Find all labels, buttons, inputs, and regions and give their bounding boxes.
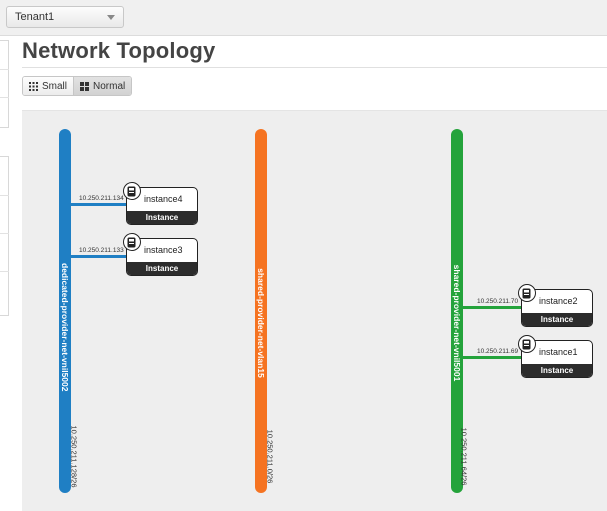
- chevron-down-icon: [107, 15, 115, 20]
- sidebar-divider: [0, 97, 9, 98]
- server-icon: [522, 339, 531, 349]
- small-size-button[interactable]: Small: [23, 77, 74, 95]
- top-bar: Tenant1: [0, 0, 607, 36]
- server-icon: [127, 237, 136, 247]
- network-name-label: shared-provider-net-vnil5001: [452, 264, 462, 382]
- instance-type-label: Instance: [127, 211, 197, 224]
- topology-canvas: dedicated-provider-net-vnil5002 10.250.2…: [22, 110, 607, 511]
- network-cidr-label: 10.250.211.64/26: [459, 427, 469, 486]
- instance-badge: [123, 182, 141, 200]
- network-cidr-label: 10.250.211.0/26: [265, 429, 275, 484]
- sidebar-divider: [0, 271, 9, 272]
- tenant-dropdown-value: Tenant1: [15, 11, 55, 23]
- normal-size-button[interactable]: Normal: [73, 77, 132, 95]
- topology-size-toggle: Small Normal: [22, 76, 133, 96]
- network-bar-shared-vnil5001[interactable]: [451, 129, 463, 493]
- sidebar-divider: [0, 69, 9, 70]
- instance-link: [71, 255, 127, 258]
- instance-link: [463, 356, 522, 359]
- small-grid-icon: [29, 81, 38, 91]
- instance-link: [71, 203, 127, 206]
- sidebar-panel-top: [0, 40, 9, 128]
- instance-name: instance3: [144, 245, 183, 255]
- network-name-label: dedicated-provider-net-vnil5002: [60, 263, 70, 392]
- instance-badge: [518, 335, 536, 353]
- large-grid-icon: [80, 81, 90, 91]
- page-title: Network Topology: [22, 38, 216, 63]
- network-cidr-label: 10.250.211.128/26: [69, 425, 79, 488]
- small-size-label: Small: [42, 80, 68, 92]
- instance-badge: [123, 233, 141, 251]
- instance-ip-label: 10.250.211.134: [79, 195, 124, 202]
- instance-badge: [518, 284, 536, 302]
- instance-name: instance4: [144, 194, 183, 204]
- network-bar-dedicated-provider[interactable]: [59, 129, 71, 493]
- instance-ip-label: 10.250.211.70: [477, 298, 519, 305]
- sidebar-panel-bottom: [0, 156, 9, 316]
- instance-type-label: Instance: [522, 313, 592, 326]
- title-divider: [22, 67, 607, 68]
- instance-name: instance1: [539, 347, 578, 357]
- instance-ip-label: 10.250.211.133: [79, 247, 124, 254]
- network-name-label: shared-provider-net-vlan15: [256, 268, 266, 378]
- instance-link: [463, 306, 522, 309]
- instance-type-label: Instance: [522, 364, 592, 377]
- normal-size-label: Normal: [93, 80, 126, 92]
- server-icon: [522, 288, 531, 298]
- network-bar-shared-vlan15[interactable]: [255, 129, 267, 493]
- instance-name: instance2: [539, 296, 578, 306]
- tenant-dropdown[interactable]: Tenant1: [6, 6, 124, 28]
- sidebar-divider: [0, 195, 9, 196]
- server-icon: [127, 186, 136, 196]
- sidebar-divider: [0, 233, 9, 234]
- instance-type-label: Instance: [127, 262, 197, 275]
- instance-ip-label: 10.250.211.69: [477, 348, 519, 355]
